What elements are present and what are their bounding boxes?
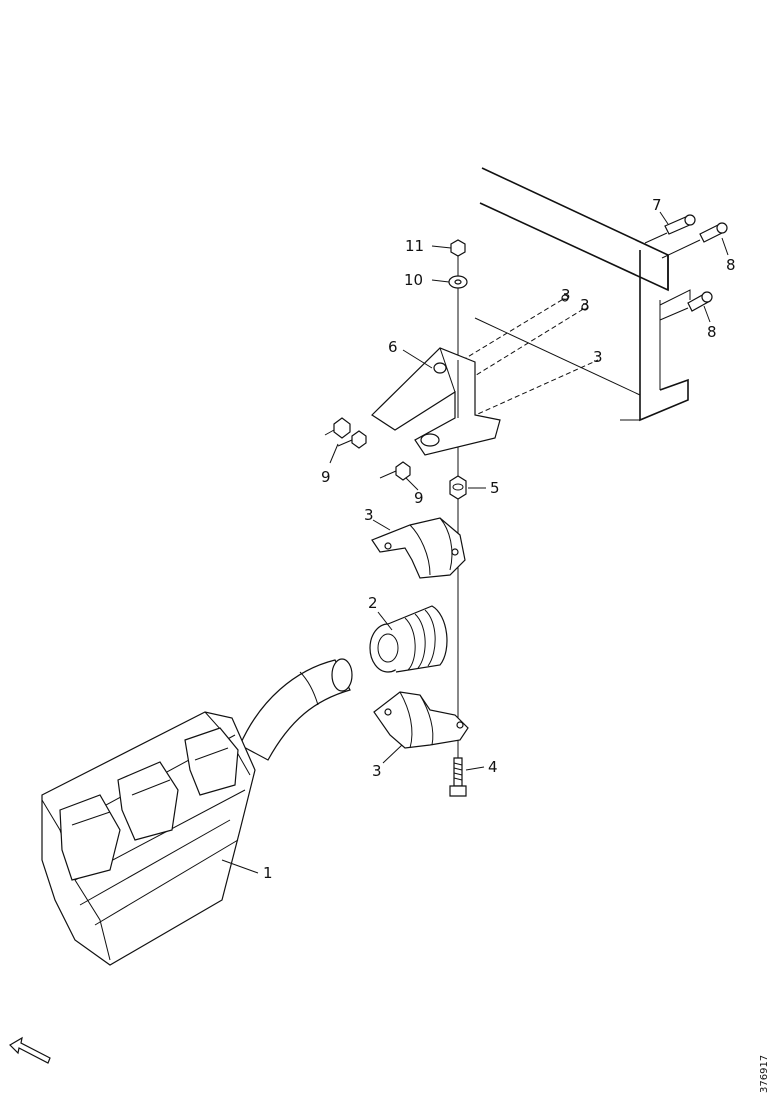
callout-3-lower-clamp: 3 [372,762,382,780]
callout-2: 2 [368,594,378,612]
washer-10 [448,275,468,289]
bolt-4 [449,757,467,797]
callout-3-bolt-b: 3 [580,296,590,314]
callout-9-left: 9 [321,468,331,486]
callout-6: 6 [388,338,398,356]
callout-3-upper-clamp: 3 [364,506,374,524]
bracket-6 [371,347,501,456]
callout-7: 7 [652,196,662,214]
callout-8-lower: 8 [707,323,717,341]
forward-direction-arrow-icon [9,1036,51,1064]
leader-lines [221,211,729,874]
callout-3-bolt-a: 3 [561,286,571,304]
silencer-1 [41,658,353,966]
bolt-8-upper [661,222,728,259]
nut-11 [450,239,466,257]
callout-9-right: 9 [414,489,424,507]
nut-9-a [324,417,351,439]
nut-9-c [379,461,411,481]
nut-9-b [337,430,367,449]
bolt-8-lower [659,291,713,321]
frame-rail [474,167,691,422]
clamp-lower-3 [373,691,469,749]
callout-5: 5 [490,479,500,497]
callout-4: 4 [488,758,498,776]
callout-8-upper: 8 [726,256,736,274]
drawing-code: 376917 [759,1055,770,1093]
callout-1: 1 [263,864,273,882]
clamp-upper-3 [371,517,466,579]
sleeve-2 [369,605,448,673]
callout-11: 11 [405,237,424,255]
bolt-7 [644,214,696,244]
callout-3-bolt-c: 3 [593,348,603,366]
callout-10: 10 [404,271,423,289]
spacer-5 [449,475,467,500]
